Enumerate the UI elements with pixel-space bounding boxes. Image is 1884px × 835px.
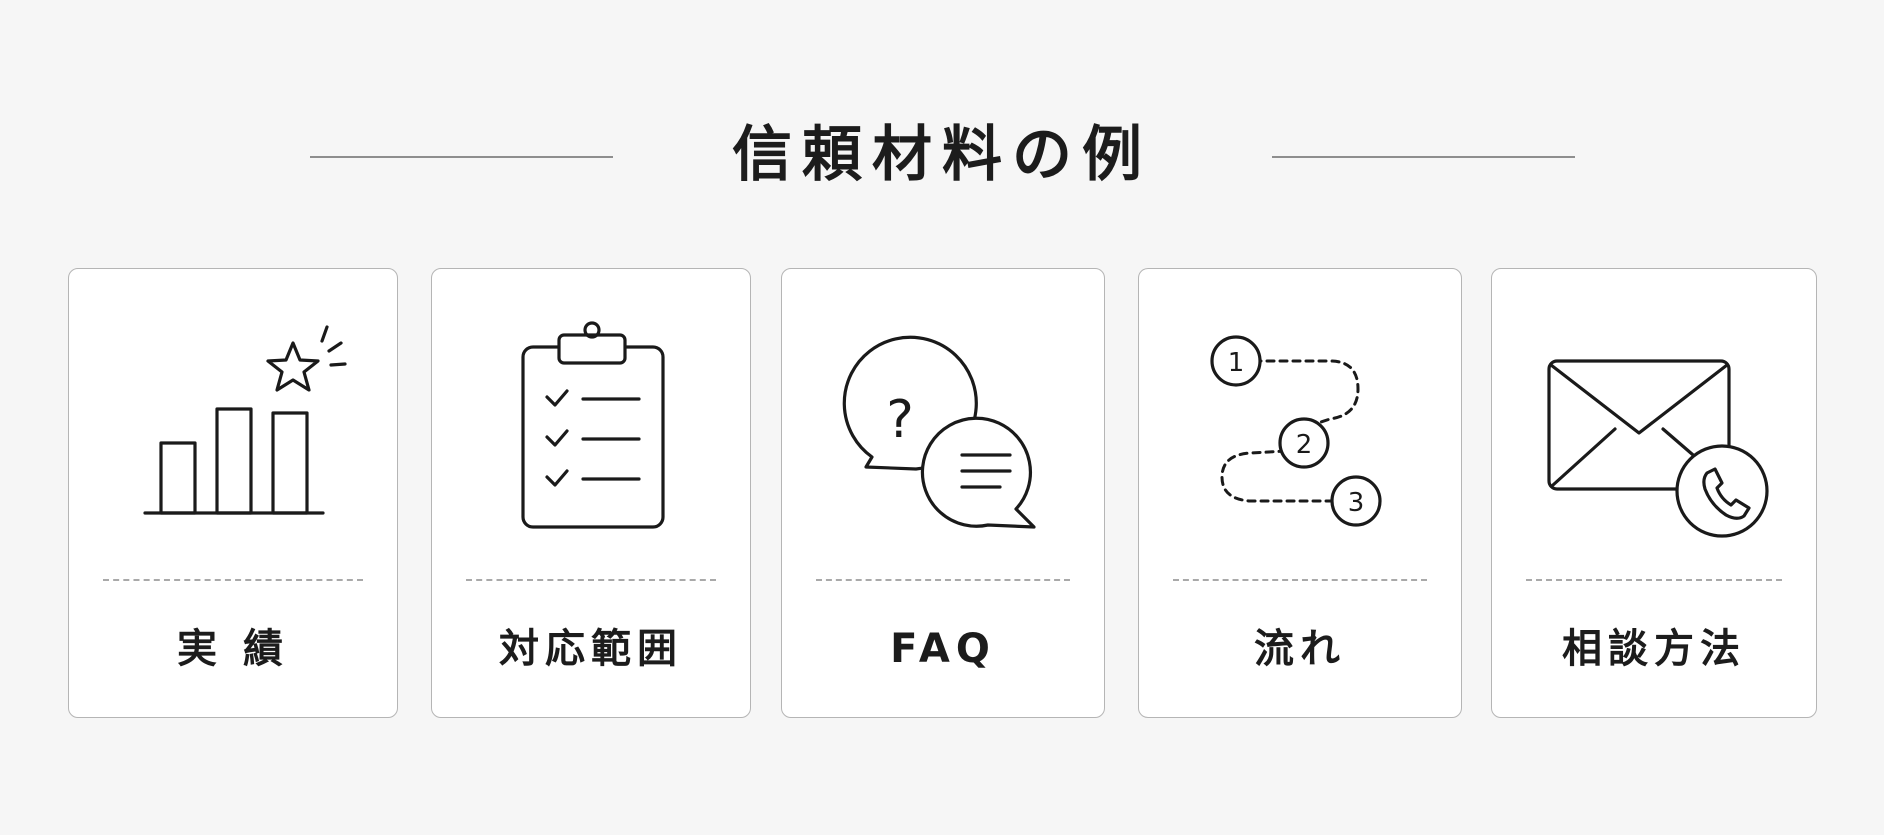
card-divider xyxy=(103,579,363,581)
step-3-number: 3 xyxy=(1348,488,1365,518)
card-label: 実 績 xyxy=(177,626,289,672)
title-rule-right xyxy=(1272,156,1575,158)
numbered-steps-path-icon: 1 2 3 xyxy=(1139,269,1461,559)
envelope-phone-icon xyxy=(1492,269,1816,559)
card-contact-methods[interactable]: 相談方法 xyxy=(1491,268,1817,718)
clipboard-checklist-icon xyxy=(432,269,750,559)
question-mark-icon: ? xyxy=(886,390,914,450)
step-1-number: 1 xyxy=(1228,348,1245,378)
card-divider xyxy=(1173,579,1427,581)
card-faq[interactable]: ? FAQ xyxy=(781,268,1105,718)
bar-chart-star-icon xyxy=(69,269,397,559)
card-label: 相談方法 xyxy=(1562,626,1746,672)
title-rule-left xyxy=(310,156,613,158)
card-divider xyxy=(1526,579,1782,581)
step-2-number: 2 xyxy=(1296,430,1313,460)
card-label: 流れ xyxy=(1254,626,1346,672)
header: 信頼材料の例 xyxy=(0,110,1884,200)
card-scope[interactable]: 対応範囲 xyxy=(431,268,751,718)
card-divider xyxy=(816,579,1070,581)
card-achievements[interactable]: 実 績 xyxy=(68,268,398,718)
card-label: FAQ xyxy=(890,626,996,672)
card-flow[interactable]: 1 2 3 流れ xyxy=(1138,268,1462,718)
page-title: 信頼材料の例 xyxy=(732,120,1152,190)
card-label: 対応範囲 xyxy=(499,626,683,672)
question-chat-bubbles-icon: ? xyxy=(782,269,1104,559)
card-divider xyxy=(466,579,716,581)
